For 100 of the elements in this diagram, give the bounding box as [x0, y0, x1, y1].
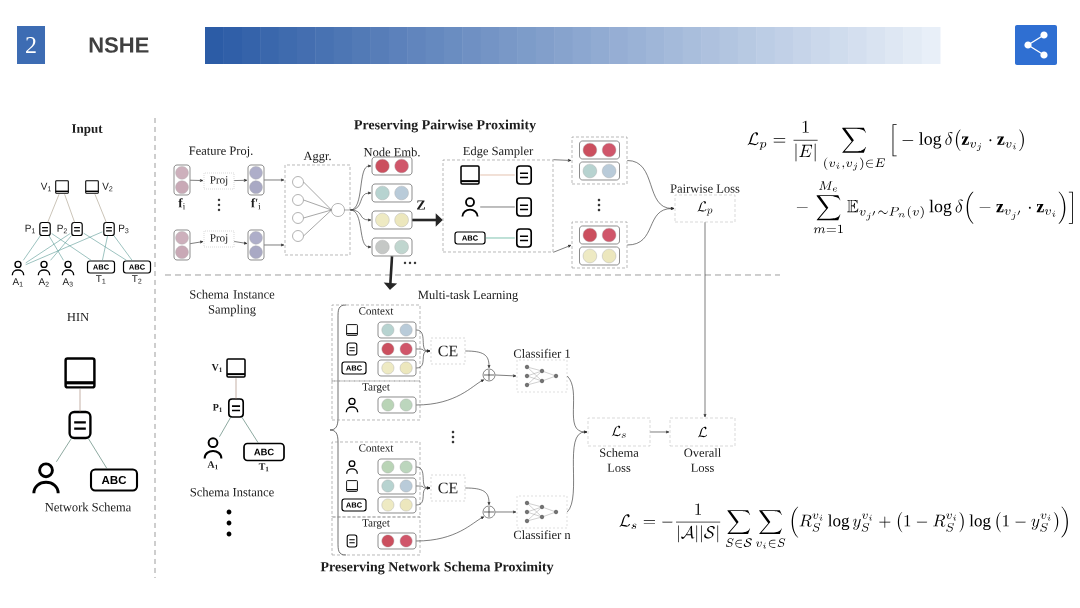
arrow — [350, 191, 372, 211]
document-icon — [68, 410, 92, 440]
node-label: V$_{2}$ — [102, 182, 113, 192]
node-label: P$_{2}$ — [57, 224, 67, 234]
arrow — [416, 486, 431, 506]
embedding-vector — [371, 183, 413, 203]
arrow — [190, 179, 204, 182]
section-heading: Multi-task Learning — [418, 290, 518, 302]
panel-caption: HIN — [67, 312, 89, 322]
box-heading: Edge Sampler — [463, 146, 534, 158]
arrow — [233, 178, 248, 182]
box-caption: Schema Loss — [600, 448, 639, 472]
abc-tag: ABC — [243, 442, 285, 462]
arrow — [264, 243, 285, 247]
node-label: T$_{1}$ — [96, 275, 106, 284]
section-heading: Preserving Network Schema Proximity — [320, 561, 554, 575]
panel-caption: Schema Instance Sampling — [190, 289, 275, 317]
arrow — [416, 379, 485, 406]
proj-box: Proj — [203, 230, 235, 248]
arrow — [464, 487, 491, 506]
person-icon — [32, 462, 60, 494]
embedding-vector — [377, 496, 417, 514]
box-heading: Context — [359, 307, 394, 315]
node-label: T$_{2}$ — [132, 275, 142, 284]
arrow — [416, 349, 431, 369]
embedding-vector — [377, 321, 417, 339]
embedding-vector — [173, 229, 191, 261]
ce-box: CE — [430, 337, 466, 365]
embedding-vector — [377, 396, 417, 414]
column-heading: Node Emb. — [363, 147, 420, 157]
node-label: A$_{1}$ — [207, 461, 218, 470]
arrow — [495, 510, 517, 514]
arrow — [703, 221, 707, 418]
arrow — [264, 178, 285, 182]
embedding-vector — [371, 210, 413, 230]
embedding-vector — [579, 140, 620, 160]
embedding-vector — [377, 340, 417, 358]
node-label: V$_{1}$ — [211, 363, 222, 372]
embedding-vector — [579, 225, 620, 245]
node-label: V$_{1}$ — [40, 182, 51, 192]
panel-caption: Schema Instance — [190, 487, 274, 497]
matrix-symbol: Z — [417, 200, 425, 210]
arrow — [464, 350, 491, 369]
arrow — [350, 209, 372, 249]
loss-box: $\mathcal{L}$ — [669, 417, 736, 447]
embedding-vector — [377, 359, 417, 377]
book-icon — [460, 165, 480, 185]
loss-box: $\mathcal{L}_s$ — [587, 417, 651, 447]
panel-caption: Network Schema — [45, 502, 132, 512]
slide-title: NSHE — [89, 37, 149, 53]
embedding-vector — [371, 156, 413, 176]
embedding-vector — [579, 246, 620, 266]
node-label: P$_{1}$ — [25, 224, 35, 234]
person-icon — [461, 197, 479, 218]
node-label: A$_{2}$ — [38, 278, 49, 287]
document-icon — [346, 342, 358, 356]
embedding-vector — [371, 237, 413, 257]
column-heading: Feature Proj. — [189, 146, 253, 158]
box-heading: Classifier 1 — [513, 348, 570, 358]
arrow — [627, 207, 675, 246]
box-heading: Aggr. — [303, 151, 331, 163]
embedding-vector — [377, 477, 417, 495]
document-icon — [515, 165, 533, 185]
arrow — [233, 241, 248, 245]
node-label: P$_{3}$ — [119, 224, 129, 234]
node-label: A$_{1}$ — [12, 278, 23, 287]
dashed-panel — [571, 221, 628, 269]
arrow — [190, 240, 204, 244]
abc-tag: ABC — [89, 468, 139, 492]
embedding-vector — [579, 161, 620, 181]
book-icon — [64, 357, 96, 389]
node-label: f′$_{i}$ — [250, 198, 261, 210]
node-label: f$_{i}$ — [178, 198, 186, 210]
arrow — [416, 516, 485, 542]
equation: $\mathcal{L}_s = -\frac{1}{|\mathcal{A}||\mathcal{S}|}\sum_{S\in\mathcal{S}}\sum_{v_i\in S}\Big(R_S^{v_i}\log y_S^{v_i} + \big(1-R_S^{v_i}\big)\log\big(1-y_S^{v_i}\big)\Big)$ — [619, 503, 1068, 549]
embedding-vector — [377, 532, 417, 550]
panel-heading: Input — [71, 124, 103, 136]
arrow — [553, 245, 572, 253]
box-heading: Target — [362, 383, 390, 393]
arrow — [495, 374, 517, 378]
document-icon — [515, 197, 533, 217]
embedding-vector — [377, 458, 417, 476]
node-label: T$_{1}$ — [258, 463, 269, 472]
arrow — [350, 209, 372, 222]
arrow — [553, 158, 572, 162]
arrow — [566, 430, 588, 513]
node-label: A$_{3}$ — [62, 278, 73, 287]
loss-box: $\mathcal{L}_p$ — [674, 194, 736, 223]
box-heading: Context — [359, 444, 394, 452]
arrow — [350, 164, 372, 211]
document-icon — [515, 228, 533, 248]
person-icon — [345, 397, 359, 413]
arrow — [649, 430, 670, 434]
box-heading: Classifier n — [513, 530, 571, 540]
box-heading: Target — [362, 519, 390, 529]
slide-number: 2 — [17, 26, 45, 64]
sum-symbol — [482, 505, 496, 519]
box-caption: Overall Loss — [684, 448, 721, 472]
equation: $\begin{aligned}\mathcal{L}_p = {}& \frac{1}{|E|}\sum_{(v_i,v_j)\in E}\Big[-\log\delta\big(\mathbf{z}_{v_j}\cdot\mathbf{z}_{v_i}\big)\\ &-\sum_{m=1}^{M_e}\mathbb{E}_{v_{j'}\sim P_n(v)}\log\delta\Big(-\mathbf{z}_{v_{j'}}\cdot\mathbf{z}_{v_i}\Big)\Big]\end{aligned}$ — [747, 120, 1073, 234]
book-icon — [346, 480, 358, 492]
